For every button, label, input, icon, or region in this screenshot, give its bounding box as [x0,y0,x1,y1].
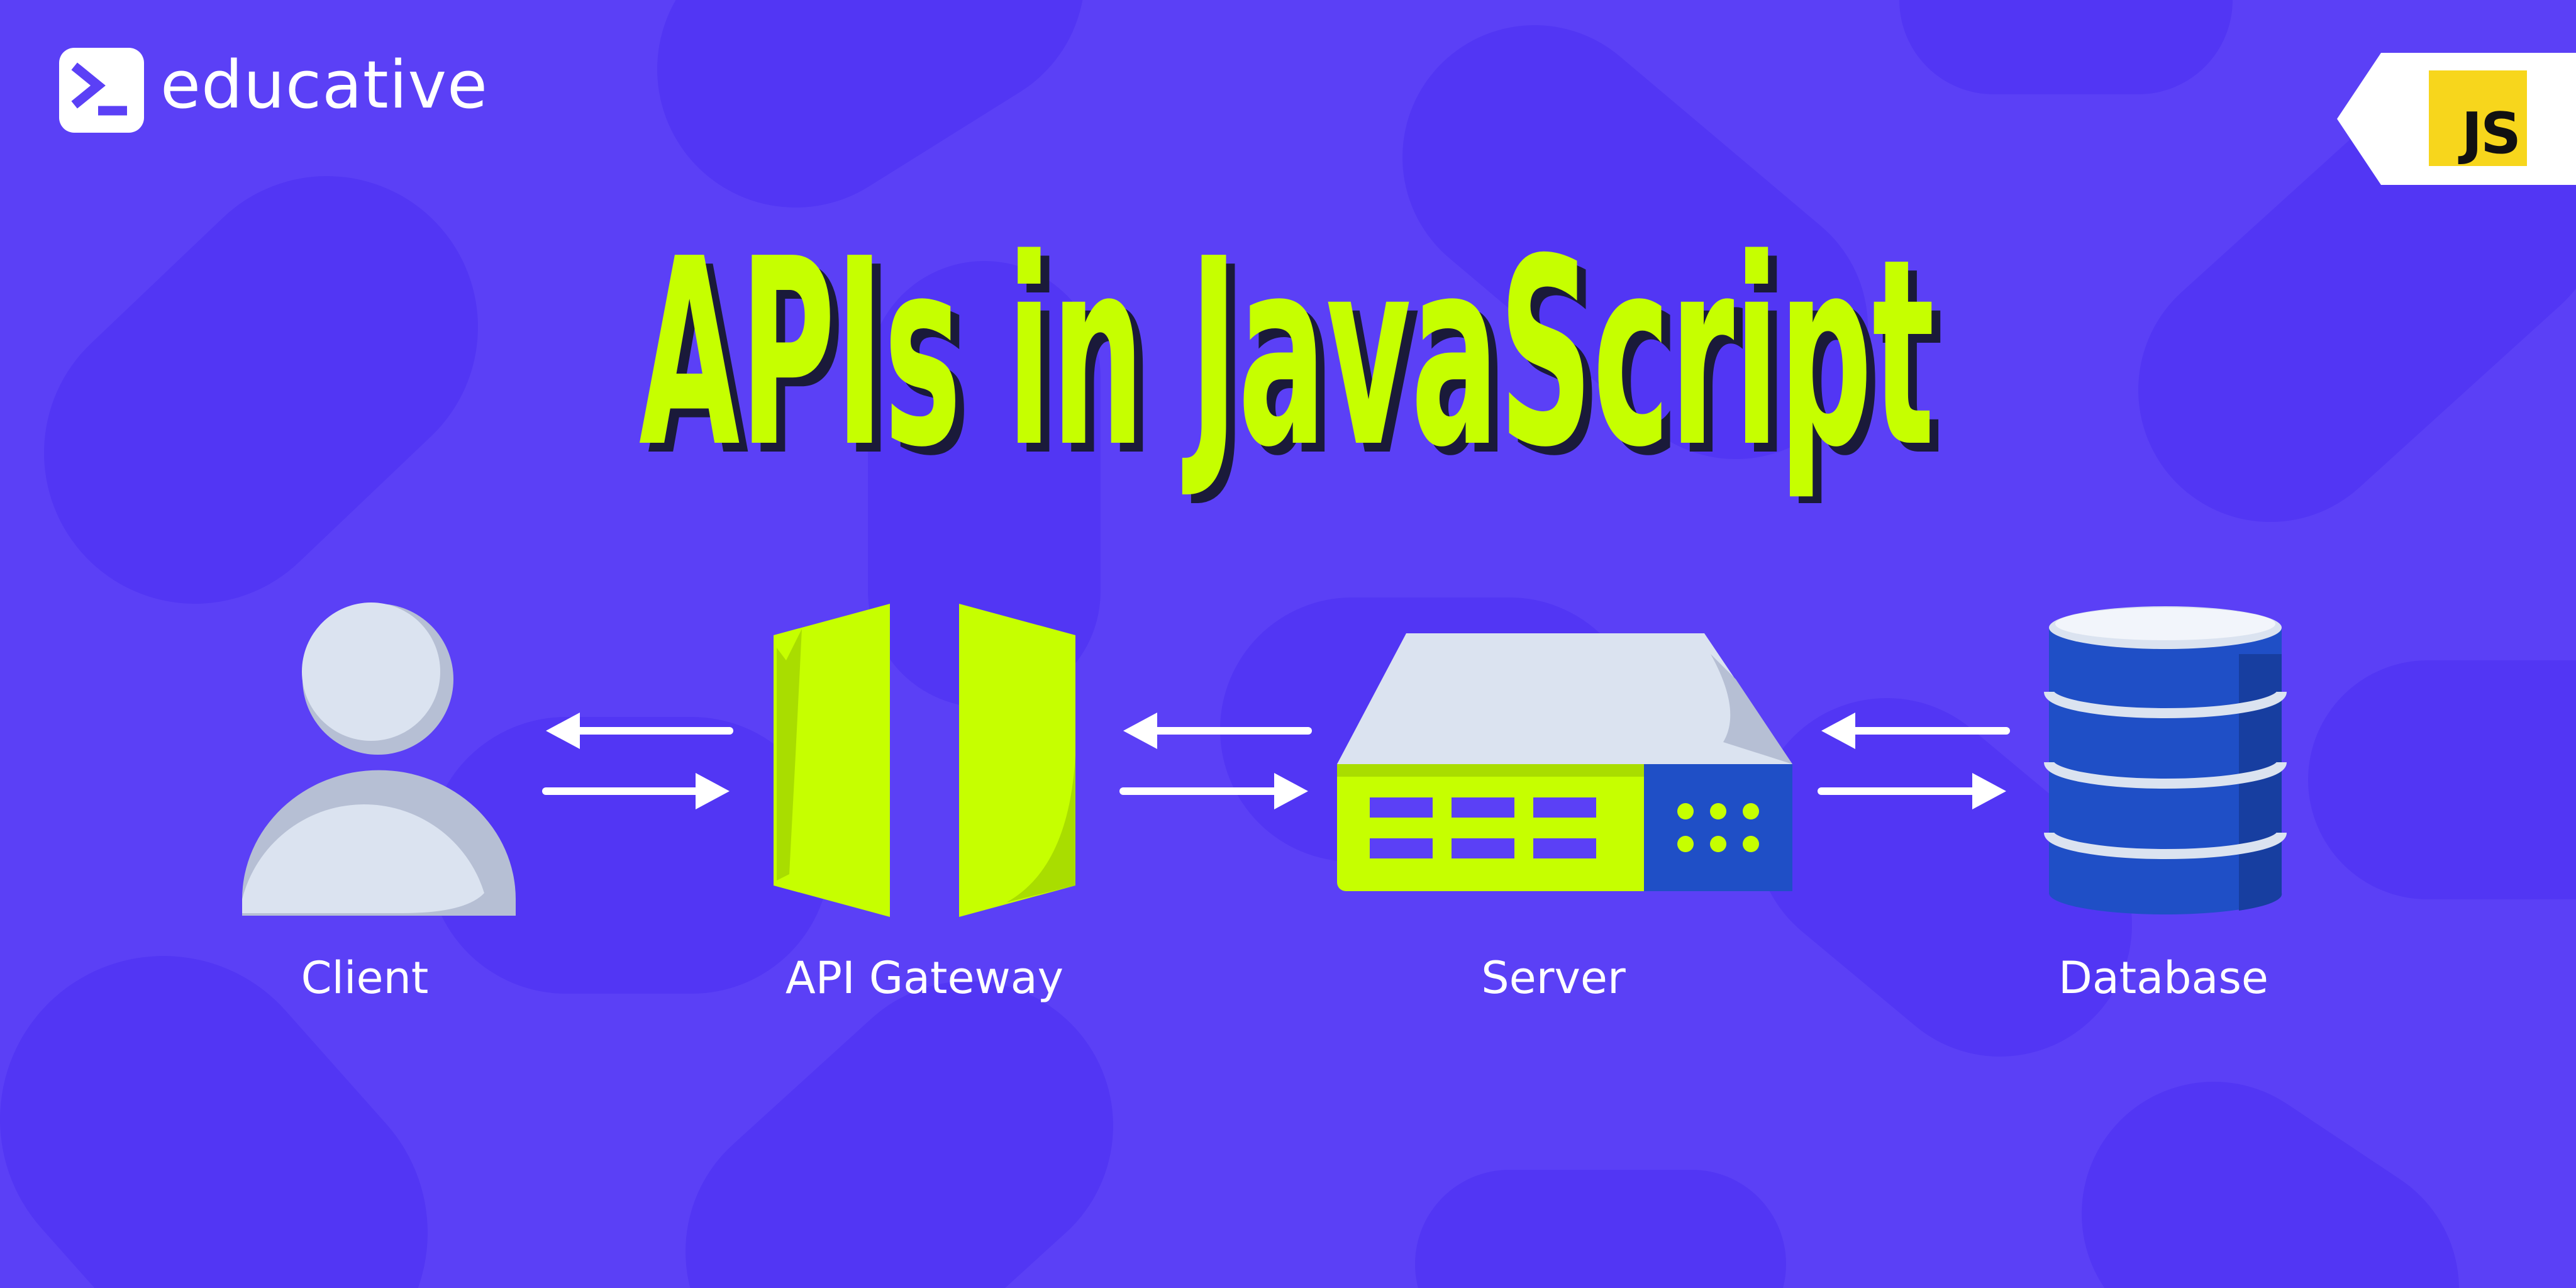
node-label-api-gateway: API Gateway [785,952,1064,1004]
arrow-database-to-server [1821,713,2010,749]
headline-title: APIs in JavaScript [639,233,1935,503]
arrow-gateway-to-client [546,713,733,749]
tag-shape [2337,53,2576,185]
js-logo-square [2429,70,2527,166]
headline-shadow: APIs in JavaScript [648,233,1943,503]
database-icon[interactable] [2044,606,2287,914]
javascript-badge: JS [2337,53,2576,185]
gateway-icon[interactable] [774,604,1075,917]
node-label-database: Database [2058,952,2268,1004]
server-icon[interactable] [1337,633,1792,891]
educative-logo[interactable]: educative [59,47,488,133]
arrow-server-to-gateway [1123,713,1312,749]
arrow-server-to-database [1818,773,2006,809]
node-label-server: Server [1481,952,1626,1004]
arrow-gateway-to-server [1119,773,1308,809]
node-label-client: Client [301,952,429,1004]
user-icon[interactable] [242,602,516,916]
js-badge-label: JS [2461,101,2521,167]
brand-name: educative [160,47,489,123]
arrow-client-to-gateway [542,773,730,809]
headline: APIs in JavaScript APIs in JavaScript [639,233,1943,503]
terminal-prompt-icon [59,47,144,133]
